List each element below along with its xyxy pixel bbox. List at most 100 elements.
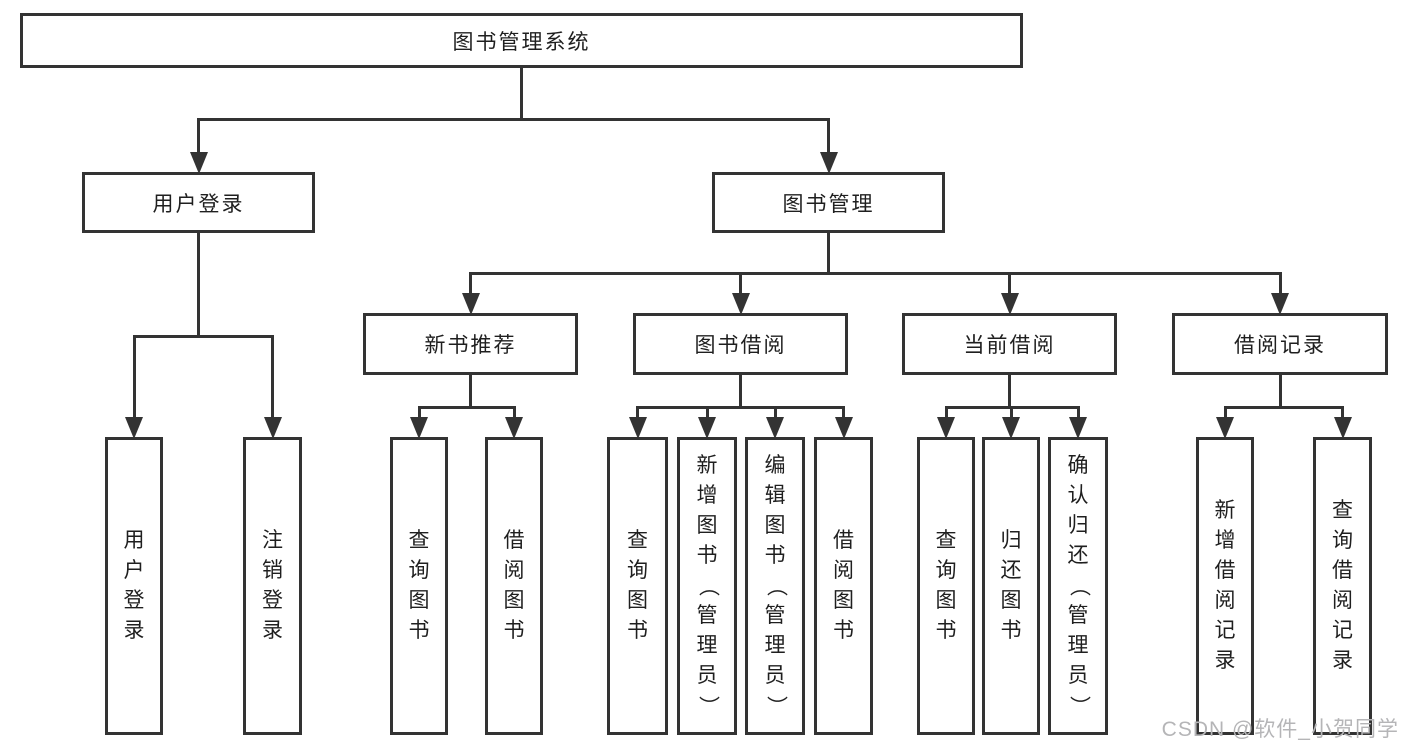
- node-leaf-borrow-book-1: 借阅图书: [485, 437, 543, 735]
- node-label-char: 员: [1067, 664, 1089, 687]
- node-label-char: 管: [764, 604, 786, 627]
- node-label-char: 归: [1000, 529, 1022, 552]
- node-label-char: 图: [935, 589, 957, 612]
- connector-line: [944, 407, 948, 421]
- connector-line: [1009, 407, 1013, 421]
- node-label: 借阅记录: [1234, 334, 1326, 357]
- connector-line: [1008, 273, 1011, 297]
- node-label-char: 户: [123, 559, 145, 582]
- arrowhead-icon: [698, 417, 716, 439]
- connector-line: [739, 373, 742, 409]
- node-label-char: 图: [696, 514, 718, 537]
- connector-line: [520, 66, 523, 121]
- node-label-char: 图: [627, 589, 648, 612]
- arrowhead-icon: [937, 417, 955, 439]
- arrowhead-icon: [263, 417, 282, 439]
- node-book-borrow: 图书借阅: [633, 313, 848, 375]
- arrowhead-icon: [766, 417, 784, 439]
- node-label-char: 理: [1067, 634, 1089, 657]
- node-current-borrow: 当前借阅: [902, 313, 1117, 375]
- node-label-char: 增: [1214, 529, 1236, 552]
- node-label: 图书管理: [782, 192, 875, 216]
- node-label-char: ）: [1067, 695, 1090, 717]
- node-label: 图书借阅: [694, 334, 787, 357]
- node-label-char: 图: [408, 589, 430, 612]
- node-label-char: 书: [408, 619, 430, 642]
- node-label: 图书管理系统: [452, 30, 591, 54]
- node-label-char: 图: [503, 589, 525, 612]
- node-leaf-query-book-2: 查询图书: [607, 437, 668, 735]
- arrowhead-icon: [1002, 417, 1020, 439]
- node-root: 图书管理系统: [20, 13, 1023, 68]
- arrowhead-icon: [628, 417, 647, 439]
- node-label-char: 新: [696, 454, 718, 477]
- connector-line: [1076, 407, 1080, 421]
- node-label-char: 登: [123, 589, 145, 612]
- connector-line: [417, 407, 421, 421]
- connector-line: [1341, 407, 1344, 421]
- node-label-char: 录: [262, 619, 283, 642]
- node-leaf-user-login: 用户登录: [105, 437, 163, 735]
- node-leaf-borrow-book-2: 借阅图书: [814, 437, 873, 735]
- connector-line: [132, 336, 136, 421]
- arrowhead-icon: [819, 152, 838, 174]
- connector-line: [469, 373, 472, 409]
- node-label-char: （: [1067, 575, 1090, 597]
- node-leaf-add-book: 新增图书（管理员）: [677, 437, 737, 735]
- node-user-login: 用户登录: [82, 172, 315, 233]
- node-label: 当前借阅: [963, 334, 1056, 357]
- node-label-char: 阅: [503, 559, 525, 582]
- node-label-char: 询: [1332, 529, 1353, 552]
- node-label-char: 书: [1000, 619, 1022, 642]
- node-label-char: 员: [764, 664, 786, 687]
- node-label-char: 书: [696, 544, 718, 567]
- node-label-char: 查: [408, 529, 430, 552]
- connector-line: [512, 407, 516, 421]
- arrowhead-icon: [410, 417, 428, 439]
- connector-line: [197, 231, 200, 338]
- node-label-char: 图: [764, 514, 786, 537]
- node-borrow-records: 借阅记录: [1172, 313, 1388, 375]
- connector-line: [132, 334, 274, 338]
- node-label-char: 书: [627, 619, 648, 642]
- node-label: 新书推荐: [424, 334, 517, 357]
- node-leaf-return-book: 归还图书: [982, 437, 1040, 735]
- arrowhead-icon: [834, 417, 853, 439]
- connector-line: [469, 273, 472, 297]
- node-label-char: 录: [1214, 649, 1236, 672]
- node-label-char: 书: [935, 619, 957, 642]
- arrowhead-icon: [505, 417, 523, 439]
- arrowhead-icon: [1271, 293, 1289, 315]
- node-label-char: 注: [262, 529, 283, 552]
- connector-line: [197, 117, 830, 121]
- node-label-char: 记: [1214, 619, 1236, 642]
- node-label-char: 询: [627, 559, 648, 582]
- node-label-char: 借: [1332, 559, 1353, 582]
- arrowhead-icon: [461, 293, 480, 315]
- connector-line: [842, 407, 845, 421]
- node-label-char: 用: [123, 529, 145, 552]
- connector-line: [417, 405, 516, 409]
- node-leaf-query-borrow-record: 查询借阅记录: [1313, 437, 1372, 735]
- connector-line: [827, 119, 830, 156]
- connector-line: [739, 273, 742, 297]
- node-label-char: 查: [627, 529, 648, 552]
- node-label-char: 员: [696, 664, 718, 687]
- connector-line: [1278, 373, 1282, 409]
- node-label-char: 图: [1000, 589, 1022, 612]
- connector-line: [827, 231, 830, 275]
- node-label-char: 录: [123, 619, 145, 642]
- connector-line: [1223, 405, 1344, 409]
- node-label-char: 管: [1067, 604, 1089, 627]
- connector-line: [705, 407, 709, 421]
- node-label-char: 阅: [1332, 589, 1353, 612]
- node-label-char: 认: [1067, 484, 1089, 507]
- node-label-char: ）: [696, 695, 719, 717]
- connector-line: [1223, 407, 1227, 421]
- arrowhead-icon: [1216, 417, 1234, 439]
- node-label-char: 借: [1214, 559, 1236, 582]
- watermark: CSDN @软件_小贺同学: [1161, 718, 1399, 741]
- node-label-char: （: [696, 575, 719, 597]
- node-label-char: 借: [503, 529, 525, 552]
- node-label-char: 书: [833, 619, 854, 642]
